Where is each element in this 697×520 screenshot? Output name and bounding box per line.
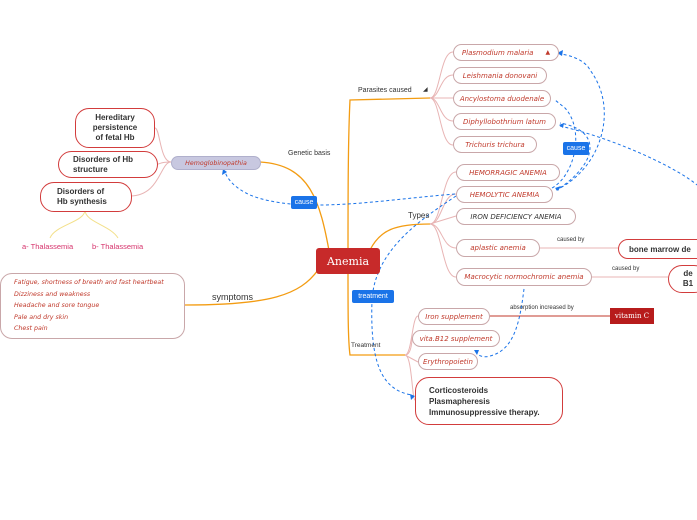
dashed-right-edge [559, 125, 697, 186]
parasite-label: Trichuris trichura [465, 140, 525, 149]
beta-thalassemia[interactable]: b- Thalassemia [92, 242, 144, 251]
symptom-item: Fatigue, shortness of breath and fast he… [14, 279, 164, 287]
parasites-marker-icon: ◢ [423, 87, 428, 93]
treatment-text: Erythropoietin [423, 357, 473, 366]
treatment-label: Treatment [351, 342, 381, 349]
parasite-leishmania[interactable]: Leishmania donovani [453, 67, 547, 84]
hb-structure-node[interactable]: Disorders of Hb structure [58, 151, 158, 178]
cause-tag-right[interactable]: cause [563, 142, 589, 155]
parasite-label: Leishmania donovani [462, 71, 538, 80]
vitamin-c-node[interactable]: vitamin C [610, 308, 654, 324]
type-label: HEMORRAGIC ANEMIA [469, 168, 547, 177]
type-iron-deficiency[interactable]: IRON DEFICIENCY ANEMIA [456, 208, 576, 225]
absorption-label: absorption increased by [510, 305, 574, 311]
parasite-diphyllobothrium[interactable]: Diphyllobothrium latum [453, 113, 556, 130]
treatment-text: Iron supplement [425, 312, 483, 321]
caused-by-label: caused by [557, 237, 585, 243]
type-label: Macrocytic normochromic anemia [464, 273, 584, 281]
symptom-item: Headache and sore tongue [14, 302, 100, 310]
hb-synthesis-node[interactable]: Disorders of Hb synthesis [40, 182, 132, 212]
central-topic-anemia[interactable]: Anemia [316, 248, 380, 274]
symptom-item: Dizziness and weakness [14, 290, 91, 298]
symptom-item: Chest pain [14, 325, 48, 333]
erythropoietin[interactable]: Erythropoietin [418, 353, 478, 370]
symptoms-label: symptoms [212, 292, 254, 302]
iron-supplement[interactable]: Iron supplement [418, 308, 490, 325]
types-label: Types [408, 211, 430, 220]
hereditary-persistence-node[interactable]: Hereditary persistence of fetal Hb [75, 108, 155, 148]
symptoms-list[interactable]: Fatigue, shortness of breath and fast he… [0, 273, 185, 339]
parasites-caused-label: Parasites caused [358, 87, 412, 94]
symptom-item: Pale and dry skin [14, 313, 69, 321]
parasite-ancylostoma[interactable]: Ancylostoma duodenale [453, 90, 551, 107]
vitamin-deficiency-node[interactable]: de B1 [668, 265, 697, 293]
parasite-label: Ancylostoma duodenale [459, 94, 545, 103]
alpha-thalassemia[interactable]: a- Thalassemia [22, 242, 74, 251]
dashed-b12 [475, 288, 525, 358]
branch-types [369, 223, 431, 251]
caused-by-label: caused by [612, 266, 640, 272]
vitamin-b12-supplement[interactable]: vita.B12 supplement [412, 330, 500, 347]
dashed-cause-genetic [224, 171, 456, 206]
bone-marrow-node[interactable]: bone marrow de [618, 239, 697, 259]
type-label: HEMOLYTIC ANEMIA [469, 190, 540, 199]
branch-genetic [250, 161, 331, 257]
treatment-tag[interactable]: treatment [352, 290, 394, 303]
flag-icon: ▲ [545, 49, 551, 56]
branch-parasites [347, 97, 431, 263]
other-therapies-node[interactable]: Corticosteroids Plasmapheresis Immunosup… [415, 377, 563, 425]
hemoglobinopathia-node[interactable]: Hemoglobinopathia [171, 156, 261, 170]
parasite-plasmodium[interactable]: Plasmodium malaria ▲ [453, 44, 559, 61]
parasite-label: Plasmodium malaria [461, 48, 534, 57]
type-label: IRON DEFICIENCY ANEMIA [470, 212, 562, 221]
type-hemolytic[interactable]: HEMOLYTIC ANEMIA [456, 186, 553, 203]
type-hemorrhagic[interactable]: HEMORRAGIC ANEMIA [456, 164, 560, 181]
genetic-basis-label: Genetic basis [288, 150, 331, 157]
treatment-text: vita.B12 supplement [419, 334, 493, 343]
type-macrocytic[interactable]: Macrocytic normochromic anemia [456, 268, 592, 286]
cause-tag-left[interactable]: cause [291, 196, 317, 209]
deficiency-text: B1 [682, 279, 694, 288]
type-aplastic[interactable]: aplastic anemia [456, 239, 540, 257]
branch-treatment [347, 271, 405, 356]
parasite-label: Diphyllobothrium latum [463, 117, 546, 126]
dashed-cause-parasites [555, 53, 605, 191]
parasite-trichuris[interactable]: Trichuris trichura [453, 136, 537, 153]
branch-symptoms [184, 269, 319, 306]
deficiency-text: de [683, 269, 693, 278]
type-label: aplastic anemia [470, 244, 526, 252]
